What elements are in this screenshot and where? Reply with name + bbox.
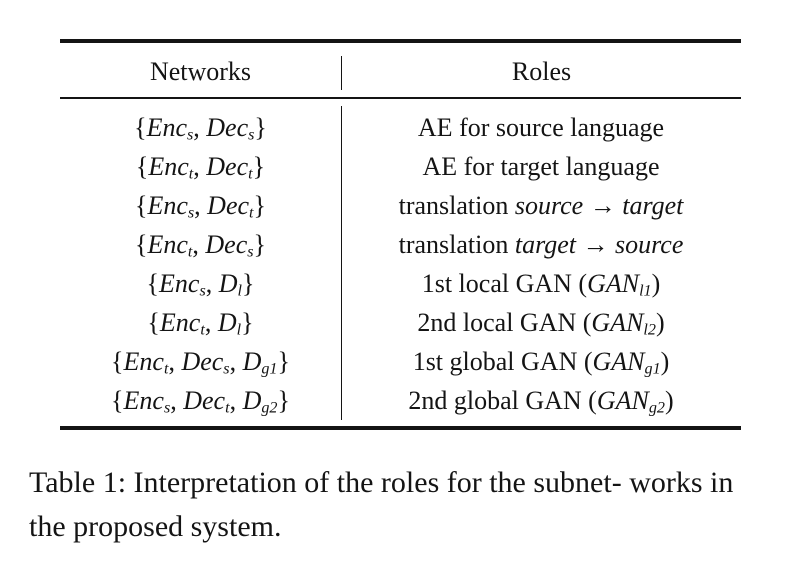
table-row: {Encs, Dect} translation source → target xyxy=(60,186,741,225)
role-cell: translation target → source xyxy=(398,230,684,259)
role-cell: 2nd local GAN (GANl2) xyxy=(417,308,665,339)
header-column-divider xyxy=(341,56,342,90)
body-column-divider xyxy=(341,106,342,420)
role-cell: translation source → target xyxy=(398,191,684,220)
table-caption: Table 1: Interpretation of the roles for… xyxy=(29,466,734,543)
network-cell: {Encs, Dect} xyxy=(134,191,266,222)
table-row: {Enct, Decs, Dg1} 1st global GAN (GANg1) xyxy=(60,342,741,381)
role-cell: AE for target language xyxy=(422,152,660,181)
network-cell: {Enct, Dect} xyxy=(135,152,266,183)
network-cell: {Enct, Decs} xyxy=(134,230,266,261)
table-bottom-rule xyxy=(60,426,741,430)
network-cell: {Encs, Decs} xyxy=(134,113,267,144)
table-row: {Encs, Dl} 1st local GAN (GANl1) xyxy=(60,264,741,303)
table-row: {Encs, Dect, Dg2} 2nd global GAN (GANg2) xyxy=(60,381,741,420)
network-cell: {Enct, Decs, Dg1} xyxy=(111,347,290,378)
role-cell: 2nd global GAN (GANg2) xyxy=(408,386,674,417)
network-cell: {Enct, Dl} xyxy=(147,308,254,339)
role-cell: AE for source language xyxy=(417,113,665,142)
network-cell: {Encs, Dect, Dg2} xyxy=(111,386,290,417)
networks-header: Networks xyxy=(149,57,252,86)
role-cell: 1st global GAN (GANg1) xyxy=(412,347,670,378)
roles-header: Roles xyxy=(511,57,572,86)
table-row: {Enct, Decs} translation target → source xyxy=(60,225,741,264)
role-cell: 1st local GAN (GANl1) xyxy=(421,269,661,300)
table-header-rule xyxy=(60,97,741,99)
network-cell: {Encs, Dl} xyxy=(146,269,255,300)
table-body: {Encs, Decs} AE for source language {Enc… xyxy=(60,108,741,420)
table-row: {Enct, Dl} 2nd local GAN (GANl2) xyxy=(60,303,741,342)
table-top-rule xyxy=(60,39,741,43)
table-row: {Encs, Decs} AE for source language xyxy=(60,108,741,147)
table-row: {Enct, Dect} AE for target language xyxy=(60,147,741,186)
